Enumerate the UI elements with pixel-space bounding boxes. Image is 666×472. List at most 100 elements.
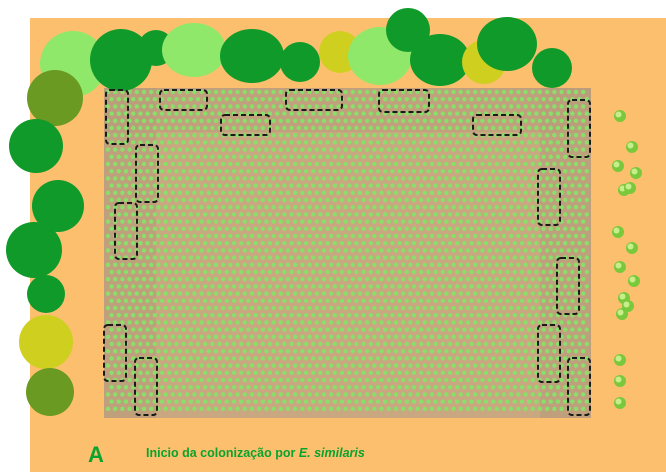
crop-plant bbox=[217, 356, 222, 361]
crop-plant bbox=[267, 327, 273, 332]
crop-plant bbox=[282, 197, 287, 203]
crop-plant bbox=[235, 248, 240, 253]
crop-plant bbox=[383, 140, 388, 145]
crop-plant bbox=[177, 377, 183, 383]
crop-plant bbox=[163, 320, 168, 325]
crop-plant bbox=[264, 205, 269, 210]
crop-plant bbox=[408, 190, 413, 195]
crop-plant bbox=[494, 233, 499, 239]
crop-plant bbox=[156, 320, 161, 325]
crop-plant bbox=[411, 183, 417, 188]
crop-plant bbox=[573, 161, 579, 167]
crop-plant bbox=[462, 154, 467, 159]
crop-plant bbox=[444, 262, 449, 267]
crop-plant bbox=[401, 104, 406, 109]
crop-plant bbox=[347, 125, 352, 131]
crop-plant bbox=[458, 248, 463, 253]
crop-plant bbox=[289, 313, 294, 318]
crop-plant bbox=[271, 133, 276, 138]
crop-plant bbox=[404, 399, 409, 404]
crop-plant bbox=[350, 133, 355, 138]
crop-plant bbox=[239, 140, 244, 145]
crop-plant bbox=[527, 226, 532, 231]
crop-plant bbox=[188, 154, 193, 159]
crop-plant bbox=[343, 176, 348, 181]
crop-plant bbox=[566, 176, 571, 181]
crop-plant bbox=[566, 190, 571, 195]
crop-plant bbox=[577, 111, 582, 116]
crop-plant bbox=[361, 241, 366, 246]
crop-plant bbox=[433, 241, 438, 246]
crop-plant bbox=[282, 169, 287, 174]
crop-plant bbox=[415, 406, 420, 411]
crop-plant bbox=[530, 161, 535, 167]
crop-plant bbox=[509, 104, 514, 109]
crop-plant bbox=[368, 399, 373, 404]
crop-plant bbox=[415, 377, 420, 383]
crop-plant bbox=[174, 269, 179, 275]
crop-plant bbox=[289, 183, 294, 188]
crop-plant bbox=[339, 241, 345, 246]
crop-plant bbox=[206, 219, 211, 224]
crop-plant bbox=[271, 190, 276, 195]
crop-plant bbox=[210, 313, 215, 318]
crop-plant bbox=[314, 118, 319, 124]
crop-plant bbox=[534, 169, 539, 174]
crop-plant bbox=[177, 133, 183, 138]
crop-plant bbox=[343, 161, 348, 167]
crop-plant bbox=[336, 262, 341, 267]
crop-plant bbox=[548, 226, 553, 231]
crop-plant bbox=[141, 233, 147, 239]
crop-plant bbox=[293, 406, 298, 411]
crop-plant bbox=[372, 147, 377, 152]
crop-plant bbox=[210, 356, 215, 361]
crop-plant bbox=[177, 248, 183, 253]
crop-plant bbox=[437, 233, 442, 239]
crop-plant bbox=[469, 341, 474, 347]
crop-plant bbox=[113, 104, 118, 109]
crop-plant bbox=[260, 255, 265, 260]
crop-plant bbox=[289, 255, 294, 260]
crop-plant bbox=[271, 363, 276, 368]
crop-plant bbox=[257, 219, 262, 224]
crop-plant bbox=[221, 89, 226, 95]
crop-plant bbox=[584, 298, 589, 303]
crop-plant bbox=[404, 284, 409, 289]
crop-plant bbox=[498, 327, 503, 332]
crop-plant bbox=[501, 248, 507, 253]
crop-plant bbox=[264, 392, 269, 397]
crop-plant bbox=[206, 277, 211, 282]
crop-plant bbox=[563, 183, 568, 188]
crop-plant bbox=[127, 277, 132, 282]
crop-plant bbox=[282, 356, 287, 361]
crop-plant bbox=[228, 89, 233, 95]
crop-plant bbox=[257, 205, 262, 210]
crop-plant bbox=[235, 219, 240, 224]
crop-plant bbox=[383, 269, 388, 275]
crop-plant bbox=[174, 140, 179, 145]
crop-plant bbox=[170, 147, 175, 152]
crop-plant bbox=[505, 298, 510, 303]
crop-plant bbox=[307, 392, 312, 397]
crop-plant bbox=[393, 104, 399, 109]
crop-plant bbox=[321, 363, 327, 368]
tree-olive bbox=[27, 70, 83, 126]
crop-plant bbox=[264, 147, 269, 152]
crop-plant bbox=[163, 262, 168, 267]
crop-plant bbox=[339, 370, 345, 375]
crop-plant bbox=[271, 320, 276, 325]
crop-plant bbox=[289, 125, 294, 131]
crop-plant bbox=[354, 169, 359, 174]
crop-plant bbox=[444, 363, 449, 368]
crop-plant bbox=[314, 262, 319, 267]
crop-plant bbox=[415, 133, 420, 138]
crop-plant bbox=[210, 327, 215, 332]
crop-plant bbox=[548, 241, 553, 246]
crop-plant bbox=[221, 233, 226, 239]
crop-plant bbox=[487, 205, 492, 210]
crop-plant bbox=[372, 248, 377, 253]
crop-plant bbox=[156, 133, 161, 138]
crop-plant bbox=[509, 392, 514, 397]
crop-plant bbox=[491, 356, 496, 361]
crop-plant bbox=[350, 89, 355, 95]
